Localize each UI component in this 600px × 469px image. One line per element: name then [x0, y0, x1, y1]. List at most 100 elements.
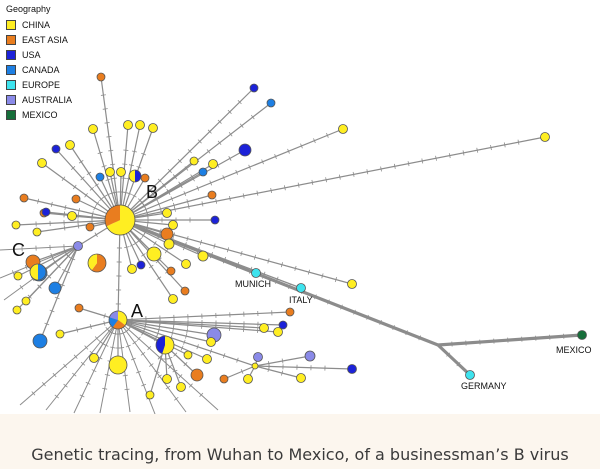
mutation-tick — [37, 198, 40, 204]
branch-edge — [254, 365, 353, 370]
mutation-tick — [80, 176, 85, 181]
mutation-tick — [37, 284, 42, 289]
mutation-tick — [407, 161, 410, 167]
network-edges — [0, 76, 583, 414]
mutation-tick — [54, 394, 59, 399]
mutation-tick — [84, 192, 88, 198]
mutation-tick — [184, 166, 189, 171]
branch-edge — [117, 311, 291, 321]
sample-node — [253, 352, 263, 362]
sample-node — [190, 368, 204, 382]
mutation-tick — [157, 178, 162, 183]
mutation-tick — [284, 185, 286, 191]
branch-edge — [117, 319, 187, 413]
node-slice — [91, 254, 106, 272]
mutation-tick — [154, 336, 158, 342]
branch-edge — [437, 333, 583, 347]
sample-node — [67, 211, 77, 221]
place-label-germany: GERMANY — [461, 381, 507, 391]
legend-swatch — [6, 19, 16, 30]
mutation-tick — [50, 201, 53, 207]
mutation-tick — [100, 94, 106, 96]
mutation-tick — [130, 357, 136, 361]
sample-node — [71, 194, 81, 204]
mutation-tick — [77, 223, 80, 229]
mutation-tick — [63, 383, 68, 388]
node-slice — [135, 170, 141, 182]
mutation-tick — [183, 339, 186, 345]
place-label-italy: ITALY — [289, 295, 313, 305]
mutation-tick — [174, 206, 176, 212]
mutation-tick — [136, 370, 141, 374]
branch-edge — [119, 136, 546, 221]
node-slice — [30, 264, 38, 280]
sample-node — [206, 337, 216, 347]
sample-node — [285, 307, 295, 317]
mutation-tick — [131, 194, 137, 198]
mutation-tick — [125, 344, 131, 348]
mutation-tick — [156, 330, 159, 336]
mutation-tick — [294, 265, 297, 271]
sample-node — [135, 120, 145, 130]
branch-edge — [223, 365, 256, 380]
mutation-tick — [112, 332, 118, 335]
legend-item-label: USA — [22, 49, 41, 60]
mutation-tick — [147, 345, 152, 351]
mutation-tick — [222, 175, 226, 181]
mutation-tick — [106, 136, 112, 138]
sample-node — [202, 354, 212, 364]
mutation-tick — [206, 149, 211, 154]
mutation-tick — [104, 122, 110, 124]
mutation-tick — [490, 145, 492, 151]
sample-node — [338, 124, 348, 134]
branch-edge — [117, 219, 121, 321]
sample-node — [85, 222, 95, 232]
sample-node — [208, 159, 218, 169]
branch-edge — [15, 219, 121, 226]
mutation-tick — [228, 156, 232, 161]
mutation-tick — [141, 233, 146, 238]
sample-node — [183, 350, 193, 360]
mutation-tick — [122, 374, 128, 377]
mutation-tick — [177, 158, 182, 164]
branch-edge — [100, 76, 121, 221]
mutation-tick — [313, 138, 316, 144]
mutation-tick — [72, 372, 77, 377]
node-slice — [112, 320, 126, 329]
mutation-tick — [172, 326, 175, 332]
sample-node — [207, 190, 217, 200]
mutation-tick — [421, 158, 424, 164]
legend-swatch — [6, 79, 16, 90]
branch-edge — [436, 343, 472, 377]
cluster-label-c: C — [12, 240, 25, 260]
mutation-tick — [133, 241, 138, 245]
mutation-tick — [80, 361, 86, 366]
mutation-tick — [209, 348, 213, 354]
sample-node — [163, 238, 175, 250]
sample-node — [238, 143, 252, 157]
germany-node — [465, 370, 475, 380]
legend-item-label: EUROPE — [22, 79, 61, 90]
mutation-tick — [217, 119, 222, 124]
mutation-tick — [168, 364, 173, 369]
mutation-tick — [187, 149, 192, 154]
branch-edge — [119, 149, 246, 221]
mutation-tick — [405, 330, 408, 336]
sample-node — [266, 98, 276, 108]
mutation-tick — [61, 176, 66, 181]
sample-node — [13, 271, 23, 281]
branch-edge — [45, 319, 119, 411]
mutation-tick — [236, 357, 239, 363]
mutation-tick — [338, 174, 341, 180]
node-slice — [38, 264, 46, 280]
mutation-tick — [229, 196, 231, 202]
legend-item-australia: AUSTRALIA — [6, 92, 72, 107]
branch-edge — [117, 319, 279, 333]
mutation-tick — [311, 179, 314, 185]
mutation-tick — [157, 374, 162, 379]
sample-node — [136, 260, 146, 270]
mutation-tick — [297, 182, 300, 188]
mixed-sample-node — [155, 335, 175, 355]
mutation-tick — [380, 166, 382, 172]
sample-node — [278, 320, 288, 330]
